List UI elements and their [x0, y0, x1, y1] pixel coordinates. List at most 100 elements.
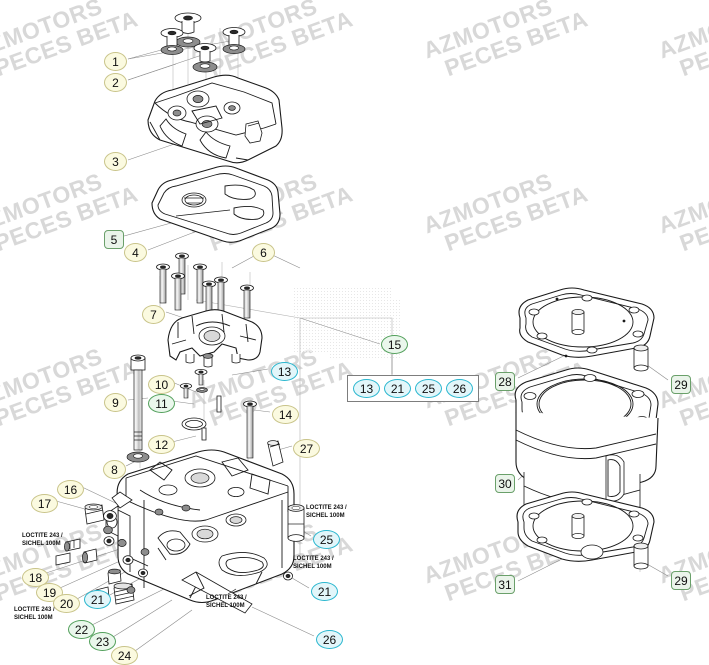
callout-20[interactable]: 20	[53, 594, 80, 613]
small-washer-a	[117, 539, 127, 547]
group-callout-26[interactable]: 26	[446, 379, 473, 398]
cover-bolt-set	[156, 252, 254, 319]
group-callout-13[interactable]: 13	[353, 379, 380, 398]
group-callout-25[interactable]: 25	[415, 379, 442, 398]
bolt-4	[193, 263, 207, 304]
loctite-note-line2: SICHEL 100M	[306, 512, 345, 519]
callout-28[interactable]: 28	[495, 372, 515, 391]
callout-22[interactable]: 22	[68, 620, 95, 639]
callout-8[interactable]: 8	[103, 460, 126, 479]
part-10-bolt	[194, 368, 208, 386]
callout-10[interactable]: 10	[148, 375, 175, 394]
loctite-note-line2: SICHEL 100M	[22, 540, 61, 547]
head-gasket-28	[518, 287, 655, 358]
callout-23[interactable]: 23	[89, 632, 116, 651]
loctite-note-line1: LOCTITE 243 /	[206, 595, 247, 601]
loctite-note-line1: LOCTITE 243 /	[14, 607, 55, 613]
loctite-note-line2: SICHEL 100M	[293, 563, 332, 570]
loctite-note-line1: LOCTITE 243 /	[306, 505, 347, 511]
loctite-note-line1: LOCTITE 243 /	[293, 556, 334, 562]
washer-left-top	[160, 45, 184, 55]
part-26-pin	[181, 571, 253, 614]
bolt-2	[156, 263, 170, 304]
callout-4[interactable]: 4	[124, 243, 147, 262]
small-washer-b	[140, 548, 150, 556]
cover-gasket	[151, 165, 281, 243]
head-through-bolt	[130, 354, 146, 451]
bolt-3	[171, 272, 185, 311]
callout-15[interactable]: 15	[381, 335, 408, 354]
valve-cover	[147, 74, 283, 164]
small-washer-e	[126, 586, 136, 594]
dowel-pin-29-bottom	[633, 542, 649, 570]
bolt-5	[202, 280, 216, 315]
callout-16[interactable]: 16	[57, 480, 84, 499]
part-25-bushing	[287, 504, 305, 542]
dowel-pin-29-top	[633, 344, 649, 372]
bolt-center-lower	[193, 43, 217, 63]
callout-2[interactable]: 2	[104, 73, 127, 92]
cover-bolt-group	[160, 12, 246, 73]
loctite-note-line2: SICHEL 100M	[206, 602, 245, 609]
part-17-seal	[103, 510, 117, 522]
callout-14[interactable]: 14	[272, 405, 299, 424]
bolt-14	[243, 400, 257, 459]
callout-29[interactable]: 29	[671, 571, 691, 590]
callout-21[interactable]: 21	[84, 590, 111, 609]
cam-bearing-bridge	[167, 309, 263, 368]
callout-7[interactable]: 7	[142, 305, 165, 324]
washer-center-lower	[192, 61, 218, 73]
dowel-small-a	[216, 395, 222, 413]
callout-17[interactable]: 17	[31, 494, 58, 513]
callout-30[interactable]: 30	[495, 474, 515, 493]
callout-21[interactable]: 21	[311, 582, 338, 601]
bolt-7	[240, 284, 254, 319]
part-23-washer	[122, 555, 134, 565]
callout-25[interactable]: 25	[313, 530, 340, 549]
part-21b	[282, 571, 293, 581]
bolt-right-top	[222, 27, 246, 47]
callout-5[interactable]: 5	[104, 230, 124, 249]
callout-1[interactable]: 1	[104, 52, 127, 71]
part-24-stud	[103, 525, 148, 578]
part-19-fitting	[82, 548, 98, 564]
faint-pattern-patch	[292, 286, 400, 358]
bolt-6	[214, 276, 228, 313]
bolt-center-top	[174, 12, 202, 34]
loctite-note-line2: SICHEL 100M	[14, 614, 53, 621]
part-20-nut	[103, 536, 115, 546]
part-21-plug	[107, 568, 122, 585]
small-bolt-c	[55, 552, 71, 566]
base-gasket-31	[516, 491, 655, 562]
cylinder-head	[105, 449, 295, 604]
part-16-bushing	[84, 503, 105, 525]
callout-31[interactable]: 31	[495, 575, 515, 594]
callout-11[interactable]: 11	[148, 394, 175, 413]
part-18-bolt	[64, 538, 81, 552]
loctite-note: LOCTITE 243 /SICHEL 100M	[293, 556, 334, 571]
part-11-bolt	[179, 383, 192, 399]
group-callout-21[interactable]: 21	[384, 379, 411, 398]
callout-26[interactable]: 26	[316, 630, 343, 649]
callout-27[interactable]: 27	[293, 439, 320, 458]
callout-24[interactable]: 24	[111, 646, 138, 665]
callout-3[interactable]: 3	[104, 152, 127, 171]
loctite-note: LOCTITE 243 /SICHEL 100M	[306, 505, 347, 520]
callout-6[interactable]: 6	[252, 243, 275, 262]
callout-18[interactable]: 18	[22, 568, 49, 587]
loctite-note: LOCTITE 243 /SICHEL 100M	[22, 533, 63, 548]
callout-9[interactable]: 9	[104, 393, 127, 412]
head-bolt-washer	[126, 451, 150, 463]
dowel-27	[267, 440, 284, 467]
small-parts-10-11	[179, 368, 222, 441]
loctite-note: LOCTITE 243 /SICHEL 100M	[14, 607, 55, 622]
callout-29[interactable]: 29	[671, 375, 691, 394]
loctite-note-line1: LOCTITE 243 /	[22, 533, 63, 539]
loctite-note: LOCTITE 243 /SICHEL 100M	[206, 595, 247, 610]
washer-center-top	[175, 36, 201, 48]
callout-13[interactable]: 13	[271, 362, 298, 381]
callout-12[interactable]: 12	[148, 435, 175, 454]
